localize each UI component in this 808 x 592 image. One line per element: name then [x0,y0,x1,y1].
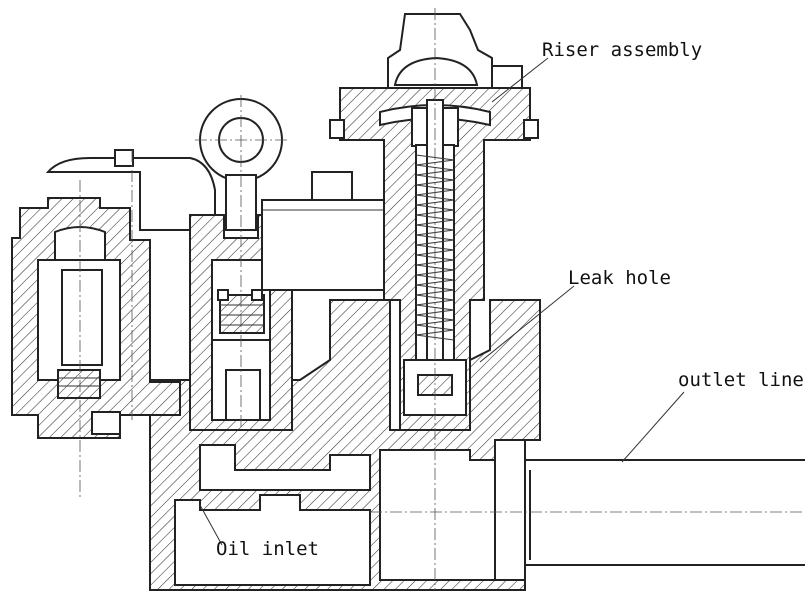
leak-hole-label: Leak hole [568,267,671,289]
leader-lines [199,57,685,546]
outlet-line-label: outlet line [678,369,804,391]
connector-block [261,171,388,291]
oil-inlet-label: Oil inlet [216,538,319,560]
left-housing [11,149,216,500]
riser-assembly [329,8,539,590]
outlet-pipe [370,439,805,581]
riser-assembly-label: Riser assembly [542,39,702,61]
main-body [149,299,541,591]
